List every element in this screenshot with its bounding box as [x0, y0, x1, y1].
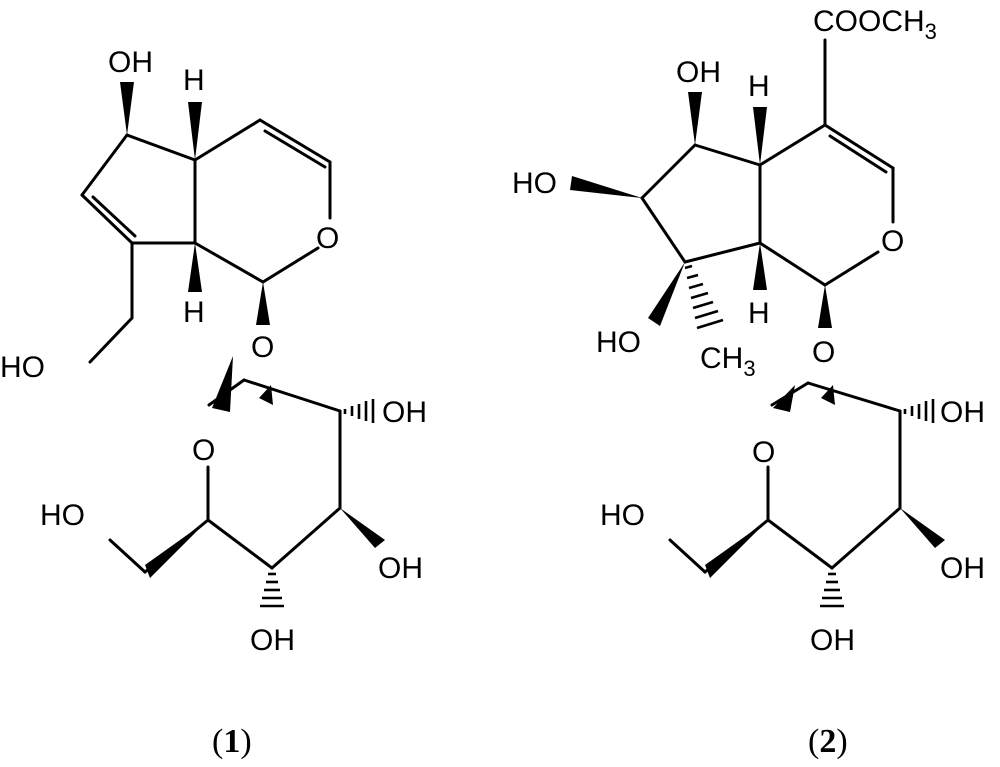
- compound-2-methyl-label: CH3: [700, 342, 756, 381]
- compound-2-sugar-oh-lower-right: OH: [940, 552, 985, 585]
- compound-2-glycosidic-oxygen: O: [812, 336, 835, 369]
- compound-2-sugar-oh-right: OH: [940, 396, 985, 429]
- compound-1-ring-oxygen: O: [316, 222, 339, 255]
- compound-1-oh-top: OH: [108, 46, 153, 79]
- compound-1-glycosidic-oxygen: O: [251, 331, 274, 364]
- compound-1-h-bottom: H: [183, 296, 205, 329]
- compound-2-sugar-ho-left: HO: [600, 499, 645, 532]
- compound-1-sugar-oh-right: OH: [382, 396, 427, 429]
- compound-1: OH H O H HO O O OH HO OH OH (1): [0, 46, 427, 760]
- compound-1-sugar-ring-oxygen: O: [192, 434, 215, 467]
- compound-1-ho-left: HO: [0, 351, 45, 384]
- compound-2: COOCH3 OH H HO O HO CH3 H O O OH HO OH O…: [512, 5, 985, 760]
- compound-2-ho-bottom: HO: [596, 326, 641, 359]
- compound-2-sugar-ring-oxygen: O: [752, 436, 775, 469]
- compound-2-sugar-oh-bottom: OH: [810, 624, 855, 657]
- compound-2-h-top: H: [748, 70, 770, 103]
- compound-2-ester-label: COOCH3: [813, 5, 937, 44]
- compound-2-caption: (2): [808, 723, 848, 760]
- compound-1-caption: (1): [212, 723, 252, 760]
- compound-2-oh-top: OH: [676, 56, 721, 89]
- compound-1-h-top: H: [183, 64, 205, 97]
- compound-2-h-bottom: H: [748, 297, 770, 330]
- compound-1-sugar-ho-left: HO: [40, 499, 85, 532]
- compound-2-ho-mid: HO: [512, 167, 557, 200]
- compound-1-sugar-oh-lower-right: OH: [378, 552, 423, 585]
- compound-1-sugar-oh-bottom: OH: [250, 624, 295, 657]
- compound-2-ring-oxygen: O: [881, 225, 904, 258]
